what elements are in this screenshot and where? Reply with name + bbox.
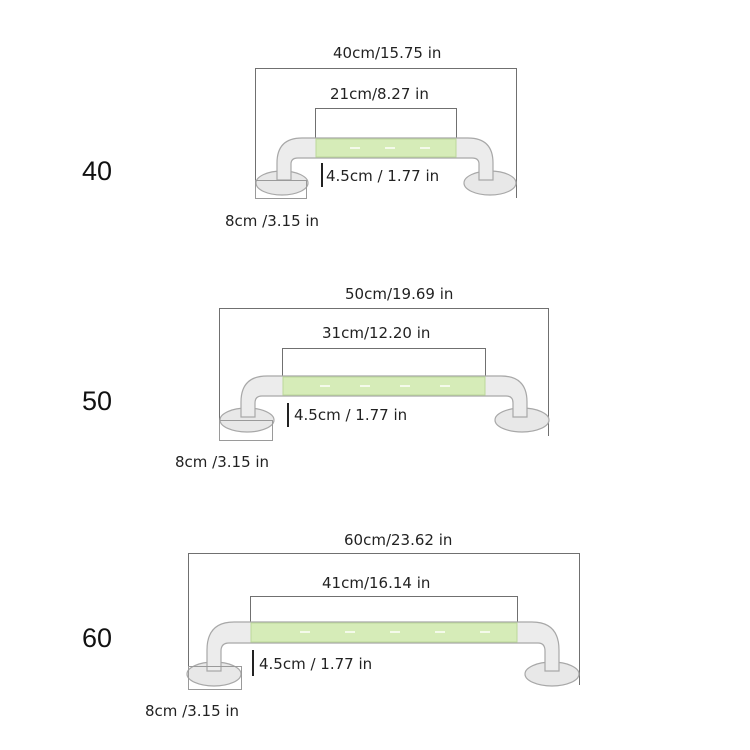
grip-length-line [315, 108, 457, 140]
overall-length-line [188, 553, 580, 685]
diameter-label: 4.5cm / 1.77 in [294, 406, 408, 424]
diameter-tick [252, 650, 254, 676]
overall-length-label: 60cm/23.62 in [344, 531, 453, 549]
grip-length-label: 21cm/8.27 in [330, 85, 429, 103]
overall-length-line [255, 68, 517, 198]
grab-bar-50-shape [219, 375, 550, 433]
diameter-label: 4.5cm / 1.77 in [259, 655, 373, 673]
overall-length-label: 50cm/19.69 in [345, 285, 454, 303]
grab-bar-40-shape [255, 137, 517, 196]
grip-length-line [282, 348, 486, 378]
base-width-label: 8cm /3.15 in [175, 453, 270, 471]
grip-length-label: 41cm/16.14 in [322, 574, 431, 592]
grab-bar-60-shape [186, 621, 580, 687]
base-width-box [255, 180, 307, 199]
base-width-label: 8cm /3.15 in [145, 702, 240, 720]
overall-length-line [219, 308, 549, 436]
size-label-50: 50 [82, 386, 113, 416]
diameter-tick [287, 403, 289, 427]
base-width-box [219, 420, 273, 441]
diameter-label: 4.5cm / 1.77 in [326, 167, 440, 185]
base-width-box [188, 666, 242, 690]
size-label-60: 60 [82, 623, 113, 653]
grip-length-line [250, 596, 518, 624]
overall-length-label: 40cm/15.75 in [333, 44, 442, 62]
diameter-tick [321, 163, 323, 187]
base-width-label: 8cm /3.15 in [225, 212, 320, 230]
grip-length-label: 31cm/12.20 in [322, 324, 431, 342]
size-label-40: 40 [82, 156, 113, 186]
